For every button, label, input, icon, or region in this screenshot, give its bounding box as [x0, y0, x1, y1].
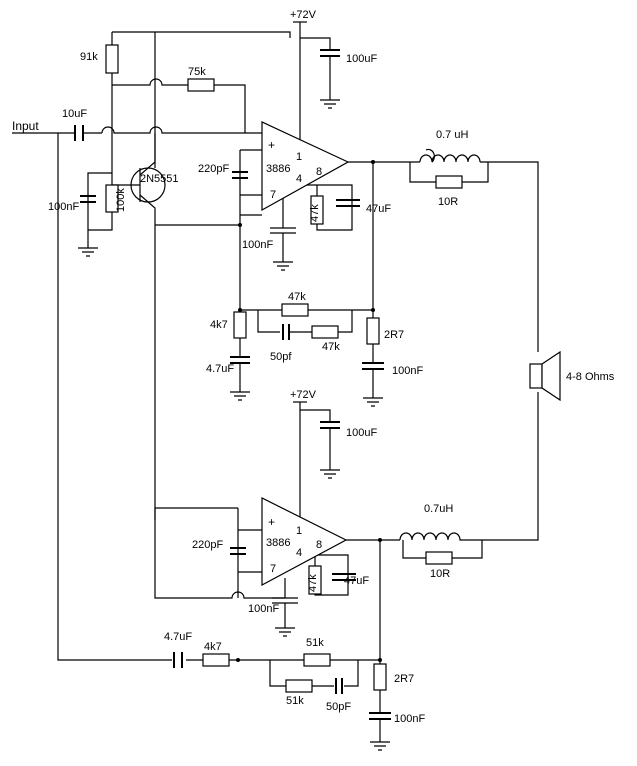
- label-pin7-bot: 7: [270, 563, 276, 575]
- inductor-top: [419, 154, 481, 163]
- junctions-top: [238, 160, 375, 312]
- label-c-100uf-top: 100uF: [346, 53, 377, 65]
- label-c-100nf-bot-mid: 100nF: [248, 603, 279, 615]
- c-100uf-top: [320, 49, 340, 57]
- label-c-50pf-bot: 50pF: [326, 701, 351, 713]
- label-r-47k-top-2: 47k: [322, 341, 340, 353]
- label-c-4-7uf-bot: 4.7uF: [164, 631, 192, 643]
- opamp-3886-bot: [261, 497, 348, 587]
- label-r-51k-b: 51k: [286, 695, 304, 707]
- c-100nf-zobel-top: [362, 362, 384, 370]
- r-47k-fb-top: [281, 303, 309, 317]
- label-r-2r7-bot: 2R7: [394, 673, 414, 685]
- c-220pf-top: [232, 171, 248, 179]
- label-c-100nf-zobel-top: 100nF: [392, 365, 423, 377]
- label-r-4k7-bot: 4k7: [204, 641, 222, 653]
- label-q: 2N5551: [140, 173, 179, 185]
- label-r-47k-bot-v: 47k: [307, 574, 319, 592]
- c-100nf-q: [80, 195, 96, 203]
- label-opamp-bot: 3886: [266, 537, 290, 549]
- label-c-100nf-zobel-bot: 100nF: [394, 713, 425, 725]
- r-91k: [105, 44, 119, 74]
- c-100nf-zobel-bot: [369, 712, 391, 720]
- c-50pf-top: [282, 324, 290, 340]
- label-r-51k-a: 51k: [306, 637, 324, 649]
- label-pin8-top: 8: [316, 166, 322, 178]
- label-l-bot: 0.7uH: [424, 503, 453, 515]
- c-47uf-bot: [332, 573, 356, 581]
- r-10r-top: [435, 175, 463, 189]
- labels: Input +72V 91k 75k 10uF 2N5551 100k 100n…: [12, 9, 615, 725]
- label-pin8-bot: 8: [316, 539, 322, 551]
- r-47k-bot-v: [308, 565, 322, 595]
- label-pin4-bot: 4: [296, 547, 302, 559]
- label-c-220pf-top: 220pF: [198, 163, 229, 175]
- c-47uf-top: [336, 199, 360, 207]
- label-pin1-top: 1: [296, 151, 302, 163]
- label-c-47uf-bot: 47uF: [344, 575, 369, 587]
- label-speaker: 4-8 Ohms: [566, 371, 615, 383]
- r-2r7-top: [366, 317, 380, 345]
- c-100uf-bot: [320, 421, 340, 429]
- label-c-100nf-top-mid: 100nF: [242, 239, 273, 251]
- label-pin7-top: 7: [270, 189, 276, 201]
- wires-bottom: [154, 401, 483, 751]
- c-220pf-bot: [230, 547, 246, 555]
- label-c-47uf-top: 47uF: [366, 203, 391, 215]
- label-c-220pf-bot: 220pF: [192, 539, 223, 551]
- label-opamp-top: 3886: [266, 163, 290, 175]
- label-r-75k: 75k: [188, 66, 206, 78]
- r-75k: [187, 78, 215, 92]
- label-r-4k7-top: 4k7: [210, 319, 228, 331]
- components-top: [74, 44, 561, 402]
- label-c-4-7uf-top: 4.7uF: [206, 363, 234, 375]
- label-input: Input: [12, 119, 39, 133]
- label-r-2r7-top: 2R7: [384, 329, 404, 341]
- label-c-10uf: 10uF: [62, 108, 87, 120]
- inductor-bot: [399, 532, 480, 541]
- r-47k-top-v: [310, 195, 324, 225]
- label-supply-top: +72V: [290, 9, 317, 21]
- speaker-cone: [541, 350, 561, 402]
- c-50pf-bot: [335, 678, 343, 694]
- c-4-7uf-bot: [173, 652, 183, 668]
- label-pin4-top: 4: [296, 173, 302, 185]
- r-100k: [105, 184, 119, 213]
- r-2r7-bot: [373, 663, 387, 691]
- label-pin1-bot: 1: [296, 525, 302, 537]
- label-plus-bot: +: [268, 515, 275, 529]
- r-51k-b: [285, 679, 313, 693]
- r-10r-bot: [425, 551, 453, 565]
- r-4k7-top: [233, 311, 247, 339]
- speaker-magnet: [529, 363, 543, 389]
- label-r-47k-top-v: 47k: [309, 204, 321, 222]
- transistor-2n5551: [130, 167, 166, 203]
- components-bottom: [173, 421, 480, 726]
- opamp-3886-top: [261, 121, 350, 212]
- label-r-10r-bot: 10R: [430, 568, 450, 580]
- label-l-top: 0.7 uH: [436, 129, 468, 141]
- label-r-10r-top: 10R: [438, 196, 458, 208]
- label-c-50pf-top: 50pf: [270, 351, 292, 363]
- r-51k-a: [303, 653, 331, 667]
- label-r-91k: 91k: [80, 51, 98, 63]
- label-r-100k: 100k: [115, 188, 127, 212]
- label-c-100uf-bot: 100uF: [346, 427, 377, 439]
- label-plus-top: +: [268, 138, 275, 152]
- junctions-bottom: [236, 538, 382, 662]
- r-4k7-bot: [202, 653, 230, 667]
- label-c-100nf-q: 100nF: [48, 201, 79, 213]
- label-supply-bot: +72V: [290, 389, 317, 401]
- c-10uf: [74, 125, 84, 141]
- label-r-47k-fb-top: 47k: [288, 291, 306, 303]
- r-47k-top-2: [311, 325, 339, 339]
